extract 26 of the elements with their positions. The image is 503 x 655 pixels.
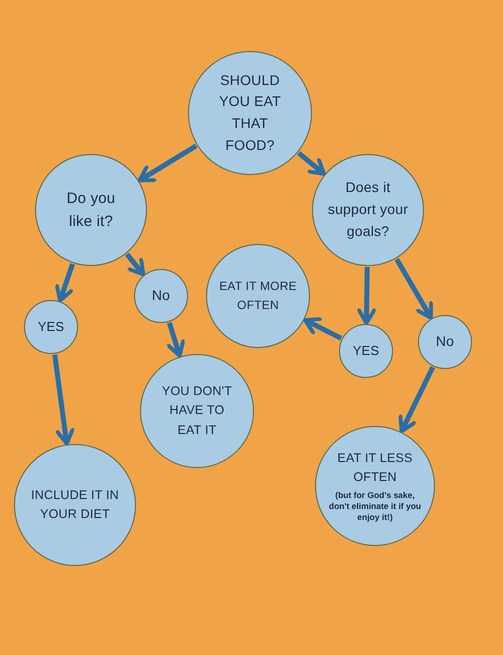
- arrow: [297, 151, 326, 176]
- circle-label: YES: [352, 342, 380, 360]
- arrow: [55, 263, 75, 302]
- decision-circle: [418, 315, 472, 369]
- arrow: [138, 144, 198, 182]
- arrow: [356, 266, 376, 325]
- circle-note: (but for God's sake, don't eliminate it if you enjoy it!): [328, 490, 422, 524]
- circle-label: YOU DON'T HAVE TO EAT IT: [161, 382, 233, 439]
- arrow: [398, 366, 435, 434]
- circle-label: No: [436, 332, 454, 352]
- decision-circle: [24, 300, 78, 354]
- circle-label: SHOULD YOU EAT THAT FOOD?: [218, 70, 282, 155]
- arrow: [52, 354, 75, 446]
- circle-label: YES: [38, 318, 64, 336]
- circle-label: EAT IT MORE OFTEN: [219, 278, 297, 314]
- circle-label: EAT IT LESS OFTEN: [336, 450, 414, 486]
- circle-label: Do you like it?: [66, 188, 116, 232]
- circle-label: No: [152, 286, 170, 306]
- arrow: [394, 258, 434, 320]
- arrow: [125, 252, 146, 276]
- circle-label: Does it support your goals?: [327, 178, 409, 241]
- decision-circle: [339, 324, 393, 378]
- arrow: [166, 322, 186, 358]
- circle-label: INCLUDE IT IN YOUR DIET: [31, 486, 119, 523]
- decision-circle: [134, 269, 188, 323]
- arrow: [303, 317, 342, 341]
